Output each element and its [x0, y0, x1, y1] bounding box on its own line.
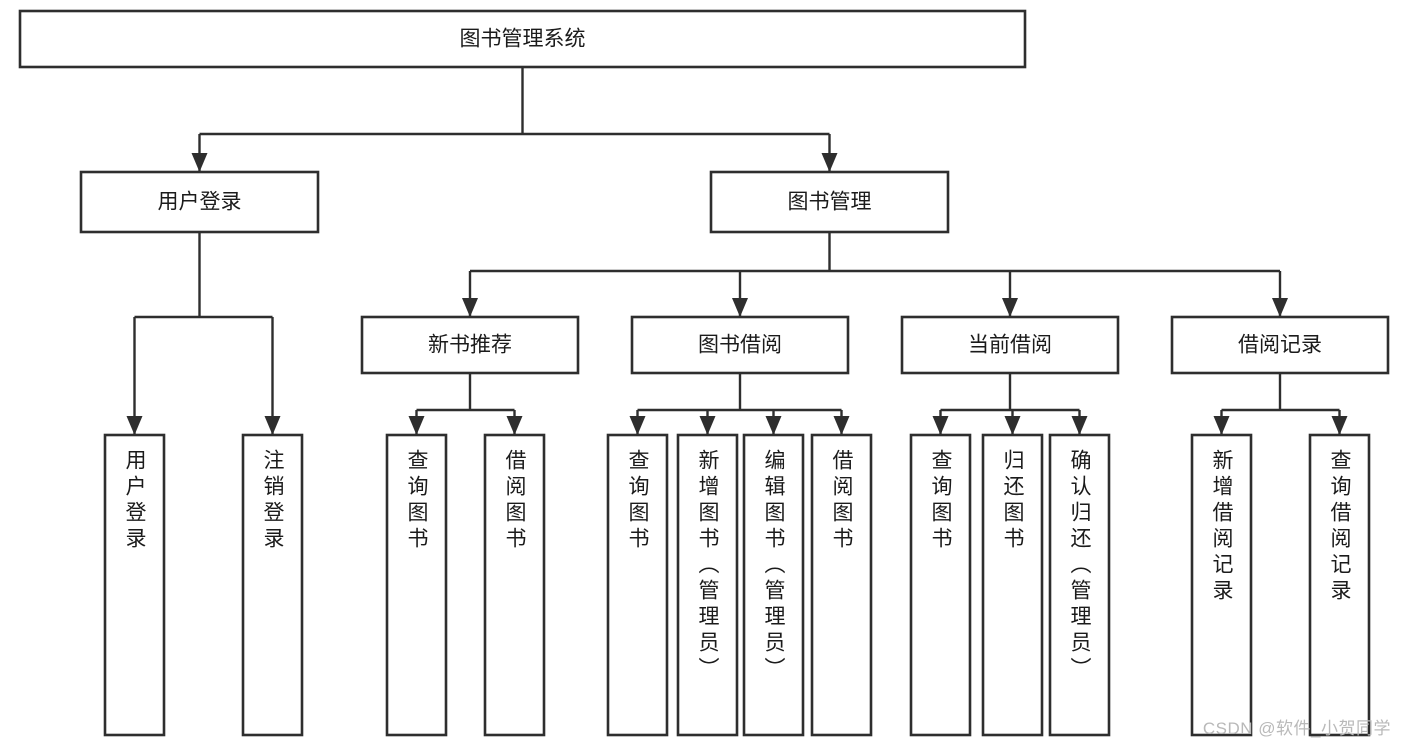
node-book-borrow-label: 图书借阅: [698, 334, 782, 357]
node-borrow-record-label: 借阅记录: [1238, 334, 1322, 357]
node-new-book-recommend[interactable]: [360, 315, 580, 375]
edge-book-manage-arrowhead-2: [1002, 298, 1018, 317]
edge-current-borrow-arrowhead-0: [932, 416, 949, 435]
node-current-borrow[interactable]: [900, 315, 1120, 375]
node-root[interactable]: [18, 9, 1027, 69]
node-user-login-label: 用户登录: [158, 191, 242, 214]
edge-current-borrow-arrowhead-1: [1004, 416, 1021, 435]
node-box-layer: [18, 9, 1390, 737]
node-user-login[interactable]: [79, 170, 320, 234]
node-leaf-logout-login[interactable]: [241, 433, 304, 737]
edge-book-manage-arrowhead-3: [1272, 298, 1288, 317]
node-book-manage-label: 图书管理: [788, 191, 872, 214]
node-root-label: 图书管理系统: [460, 28, 586, 51]
edge-book-manage-arrowhead-1: [732, 298, 748, 317]
edge-new-book-recommend-arrowhead-1: [506, 416, 523, 435]
node-leaf-return-book[interactable]: [981, 433, 1044, 737]
node-leaf-borrow-book-1[interactable]: [483, 433, 546, 737]
node-leaf-query-book-2[interactable]: [606, 433, 669, 737]
node-borrow-record[interactable]: [1170, 315, 1390, 375]
node-book-manage[interactable]: [709, 170, 950, 234]
node-leaf-query-borrow-rec[interactable]: [1308, 433, 1371, 737]
edge-book-borrow-arrowhead-2: [765, 416, 782, 435]
edge-borrow-record-arrowhead-1: [1331, 416, 1348, 435]
node-leaf-query-book-3[interactable]: [909, 433, 972, 737]
node-leaf-edit-book-admin[interactable]: [742, 433, 805, 737]
edge-current-borrow-arrowhead-2: [1071, 416, 1088, 435]
edge-book-borrow-arrowhead-0: [629, 416, 646, 435]
connector-layer: [126, 67, 1348, 435]
edge-book-borrow-arrowhead-1: [699, 416, 716, 435]
edge-book-manage-arrowhead-0: [462, 298, 478, 317]
edge-root-arrowhead-0: [191, 153, 208, 172]
node-current-borrow-label: 当前借阅: [968, 334, 1052, 357]
node-leaf-confirm-return[interactable]: [1048, 433, 1111, 737]
edge-book-borrow-arrowhead-3: [833, 416, 850, 435]
node-leaf-borrow-book-2[interactable]: [810, 433, 873, 737]
node-leaf-query-book-1[interactable]: [385, 433, 448, 737]
edge-user-login-arrowhead-0: [126, 416, 143, 435]
node-leaf-user-login[interactable]: [103, 433, 166, 737]
node-new-book-recommend-label: 新书推荐: [428, 334, 512, 357]
edge-borrow-record-arrowhead-0: [1213, 416, 1230, 435]
edge-user-login-arrowhead-1: [264, 416, 281, 435]
edge-root-arrowhead-1: [821, 153, 838, 172]
edge-new-book-recommend-arrowhead-0: [408, 416, 425, 435]
node-book-borrow[interactable]: [630, 315, 850, 375]
node-leaf-add-borrow-rec[interactable]: [1190, 433, 1253, 737]
csdn-watermark: CSDN @软件_小贺同学: [1202, 719, 1391, 738]
node-leaf-add-book-admin[interactable]: [676, 433, 739, 737]
